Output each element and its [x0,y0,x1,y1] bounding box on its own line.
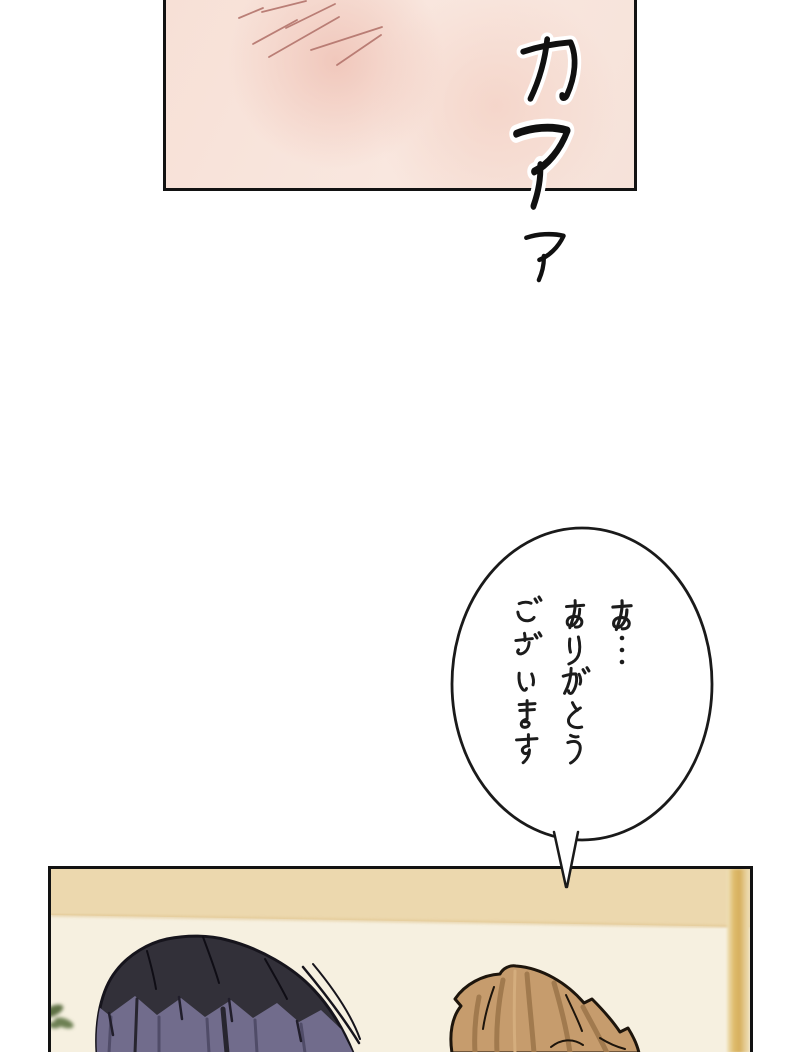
character-left-hair [95,934,361,1052]
speech-bubble: あ… ありがとう ございます [430,510,730,900]
hair-wisp [301,965,361,1045]
panel-two-characters [48,866,753,1052]
speech-bubble-tail [552,828,580,889]
plant-leaves [51,1004,74,1029]
sfx-char-a1 [516,128,567,206]
character-right-hair [449,964,641,1052]
door-frame-right [727,869,750,1052]
bubble-text-column-1 [611,599,633,665]
wall-upper-tan [51,869,750,927]
wall-molding-edge [51,913,750,929]
sfx-kaaa: カアア [505,30,585,285]
bubble-outline [450,526,714,842]
sfx-char-ka [523,39,574,99]
sfx-char-a2 [526,234,563,280]
blush-lines-art [238,0,383,66]
